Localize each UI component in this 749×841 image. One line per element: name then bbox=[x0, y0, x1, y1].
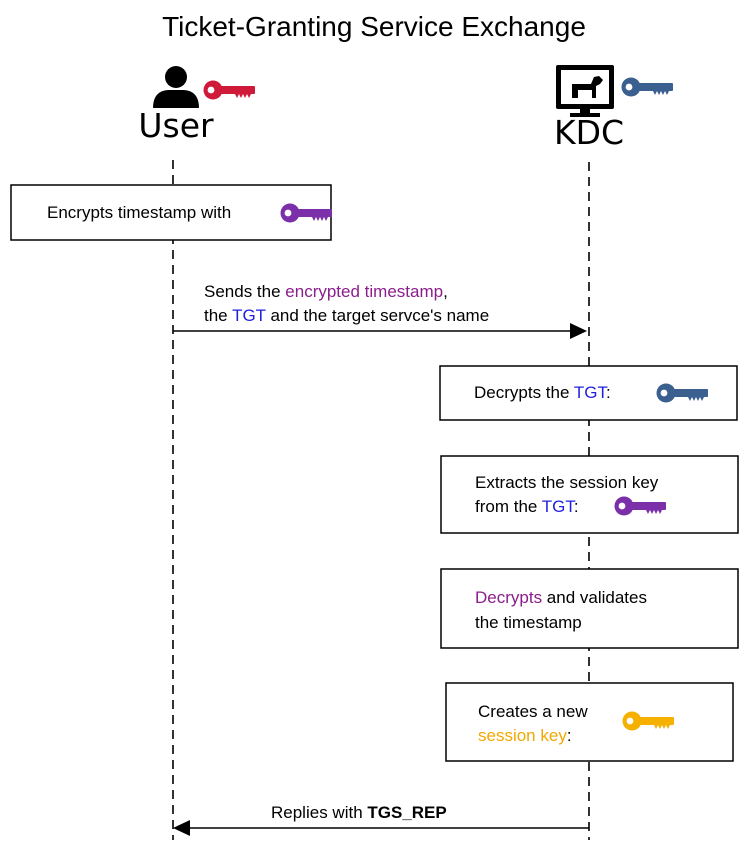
encrypt-timestamp-box bbox=[10, 184, 332, 241]
create-session-key-line-2: session key: bbox=[478, 726, 572, 745]
extract-session-key-box bbox=[440, 455, 739, 534]
kdc-key-icon bbox=[621, 77, 673, 97]
kdc-monitor-icon bbox=[556, 65, 614, 117]
validate-timestamp-line-1: Decrypts and validates bbox=[475, 588, 647, 607]
extract-session-key-line-1: Extracts the session key bbox=[475, 473, 659, 492]
validate-timestamp-box bbox=[440, 568, 739, 649]
user-key-icon bbox=[203, 80, 255, 100]
send-message-arrow bbox=[173, 323, 587, 339]
decrypt-tgt-text: Decrypts the TGT: bbox=[474, 383, 611, 402]
validate-timestamp-line-2: the timestamp bbox=[475, 613, 582, 632]
reply-message-text: Replies with TGS_REP bbox=[271, 803, 447, 822]
extract-session-key-line-2: from the TGT: bbox=[475, 497, 579, 516]
create-session-key-box bbox=[445, 682, 734, 762]
send-message-line-1: Sends the encrypted timestamp, bbox=[204, 282, 448, 301]
user-icon bbox=[153, 66, 199, 108]
reply-message-arrow bbox=[173, 820, 589, 836]
create-session-key-line-1: Creates a new bbox=[478, 702, 588, 721]
user-actor-label: User bbox=[138, 106, 214, 145]
encrypt-timestamp-text: Encrypts timestamp with bbox=[47, 203, 231, 222]
diagram-title: Ticket-Granting Service Exchange bbox=[162, 11, 586, 42]
send-message-line-2: the TGT and the target servce's name bbox=[204, 306, 489, 325]
kdc-actor-label: KDC bbox=[554, 113, 624, 152]
